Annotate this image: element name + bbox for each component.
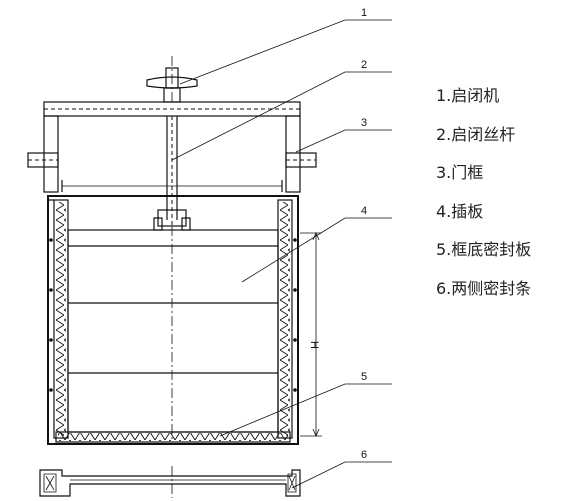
top-beam <box>43 101 301 117</box>
parts-legend: 1.启闭机 2.启闭丝杆 3.门框 4.插板 5.框底密封板 6.两侧密封条 <box>436 84 531 315</box>
legend-item-lifting-screw: 2.启闭丝杆 <box>436 124 516 144</box>
lifting-screw <box>153 116 191 231</box>
leader-lines <box>171 19 392 489</box>
bottom-seal-plate <box>55 431 291 443</box>
gate-frame-body <box>47 195 299 445</box>
callout-3: 3 <box>361 117 367 129</box>
door-frame <box>27 115 317 193</box>
legend-item-side-seal-strip: 6.两侧密封条 <box>436 278 532 298</box>
legend-item-bottom-seal-plate: 5.框底密封板 <box>436 240 532 259</box>
legend-item-door-frame: 3.门框 <box>436 163 484 182</box>
legend-item-gate-plate: 4.插板 <box>436 201 484 221</box>
hoist-handwheel <box>146 56 198 104</box>
side-seal-section <box>39 466 301 498</box>
legend-item-hoist: 1.启闭机 <box>436 86 500 105</box>
callout-6: 6 <box>361 449 367 461</box>
callout-2: 2 <box>361 59 367 71</box>
gate-plate <box>67 226 279 440</box>
callout-1: 1 <box>361 7 367 19</box>
callout-5: 5 <box>361 371 367 383</box>
height-dimension-label: H <box>308 341 320 349</box>
height-dimension <box>300 231 322 438</box>
callout-4: 4 <box>361 205 367 217</box>
